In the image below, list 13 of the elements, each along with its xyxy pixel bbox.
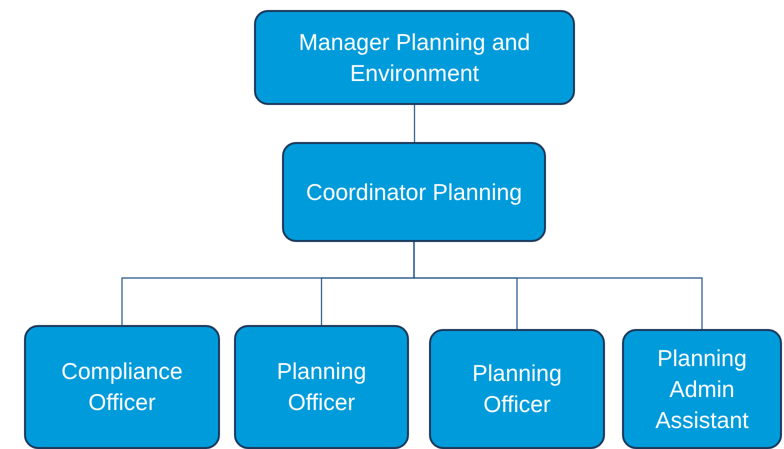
position-box	[234, 325, 409, 449]
position-title: Planning Admin Assistant	[654, 344, 750, 434]
position-title: Planning Officer	[471, 359, 563, 419]
connector-line	[414, 105, 416, 142]
position-box	[24, 325, 220, 449]
position-title: Coordinator Planning	[306, 178, 522, 207]
position-title: Manager Planning and Environment	[298, 28, 532, 88]
position-box	[622, 329, 782, 449]
position-box	[429, 329, 605, 449]
position-title: Planning Officer	[276, 357, 368, 417]
position-box	[282, 142, 546, 242]
position-title: Compliance Officer	[60, 357, 184, 417]
position-box	[254, 10, 575, 105]
